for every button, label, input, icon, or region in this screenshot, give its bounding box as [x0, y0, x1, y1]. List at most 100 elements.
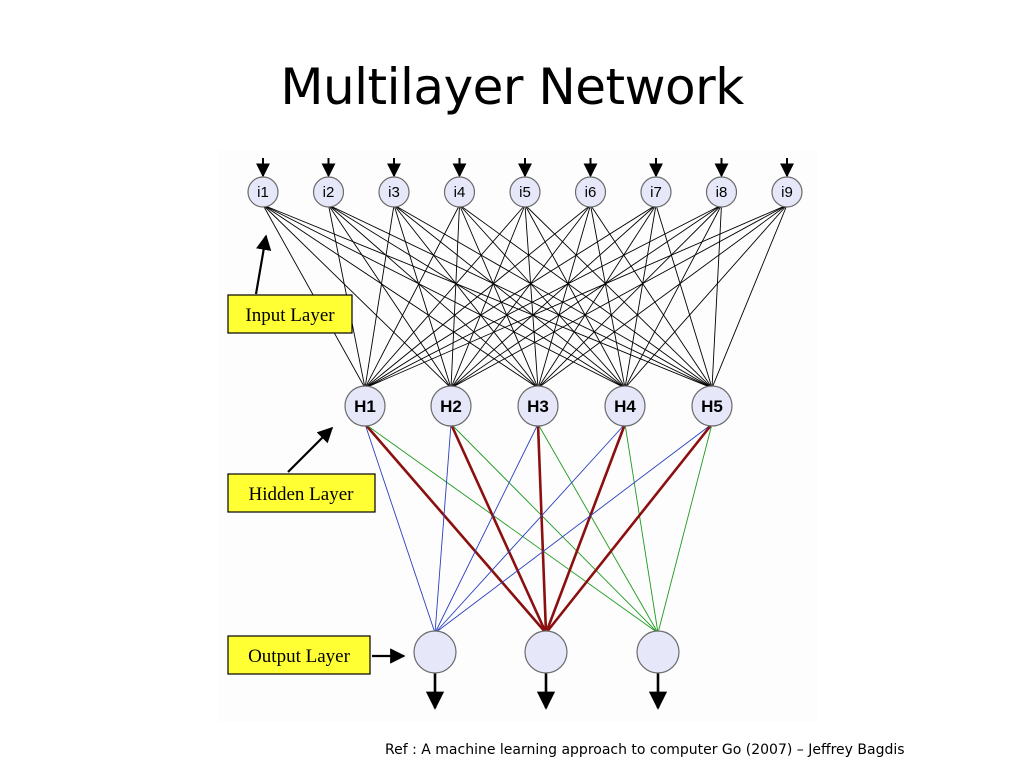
hidden-node-label: H4 — [614, 397, 636, 416]
edge-i3-H4 — [393, 204, 626, 389]
edge-i1-H2 — [262, 204, 452, 389]
edge-i6-H3 — [537, 204, 591, 389]
network-diagram: i1 i2 i3 i4 i5 i6 i7 i8 i9 H1 H2 H3 H4 H5 Input Laye… — [227, 158, 803, 710]
output-node-O2 — [524, 630, 568, 674]
hidden-label-arrow — [287, 426, 334, 473]
edge-i8-H2 — [450, 204, 722, 389]
edge-i6-H5 — [590, 204, 713, 389]
edge-H2-O1 — [434, 423, 452, 634]
edge-i4-H3 — [459, 204, 539, 389]
edge-i7-H5 — [655, 204, 713, 389]
input-layer-label: Input Layer — [227, 294, 353, 334]
input-layer-nodes: i1 i2 i3 i4 i5 i6 i7 i8 i9 — [247, 176, 803, 208]
hidden-node-label: H3 — [527, 397, 549, 416]
input-hidden-edges — [262, 204, 788, 389]
edge-i6-H1 — [364, 204, 591, 389]
edge-i5-H2 — [450, 204, 526, 389]
edge-H1-O2 — [364, 423, 547, 634]
edge-H4-O1 — [434, 423, 626, 634]
input-label-arrow — [254, 234, 272, 295]
edge-i1-H4 — [262, 204, 626, 389]
edge-i8-H3 — [537, 204, 722, 389]
edge-i6-H4 — [590, 204, 626, 389]
input-node-label: i1 — [257, 184, 269, 201]
hidden-layer-label-text: Hidden Layer — [249, 484, 355, 505]
output-node-O1 — [413, 630, 457, 674]
edge-H5-O3 — [657, 423, 713, 634]
edge-i9-H2 — [450, 204, 788, 389]
input-node-i9: i9 — [771, 176, 803, 208]
edge-i5-H1 — [364, 204, 526, 389]
edge-H1-O3 — [364, 423, 659, 634]
input-node-label: i5 — [519, 184, 531, 201]
reference-citation: Ref : A machine learning approach to com… — [385, 742, 905, 758]
hidden-layer-nodes: H1 H2 H3 H4 H5 — [344, 385, 733, 427]
hidden-node-label: H2 — [440, 397, 462, 416]
edge-i8-H1 — [364, 204, 722, 389]
edge-i7-H4 — [624, 204, 657, 389]
edge-i6-H2 — [450, 204, 591, 389]
edge-i5-H3 — [524, 204, 539, 389]
edge-H4-O2 — [544, 423, 627, 634]
hidden-node-H5: H5 — [691, 385, 733, 427]
edge-i9-H3 — [537, 204, 788, 389]
input-node-label: i6 — [585, 184, 597, 201]
hidden-node-label: H1 — [354, 397, 376, 416]
edge-i2-H2 — [328, 204, 452, 389]
edge-i2-H4 — [328, 204, 626, 389]
input-layer-label-text: Input Layer — [245, 305, 335, 326]
edge-i1-H3 — [262, 204, 539, 389]
edge-H1-O1 — [364, 423, 436, 634]
output-layer-label: Output Layer — [227, 635, 371, 675]
slide-title: Multilayer Network — [280, 58, 744, 116]
edge-i7-H1 — [364, 204, 657, 389]
input-node-label: i2 — [323, 184, 335, 201]
edge-i9-H1 — [364, 204, 788, 389]
edge-i3-H2 — [393, 204, 452, 389]
edge-i3-H3 — [393, 204, 539, 389]
input-node-i7: i7 — [640, 176, 672, 208]
edge-i4-H2 — [450, 204, 460, 389]
edge-H5-O2 — [544, 423, 714, 634]
output-layer-label-text: Output Layer — [248, 646, 351, 667]
edge-i9-H4 — [624, 204, 788, 389]
edge-H3-O2 — [536, 423, 548, 634]
hidden-node-label: H5 — [701, 397, 723, 416]
edge-i4-H1 — [364, 204, 460, 389]
input-node-i2: i2 — [312, 176, 345, 208]
input-node-label: i8 — [716, 184, 728, 201]
edge-i1-H5 — [262, 204, 713, 389]
edge-H3-O1 — [434, 423, 539, 634]
edge-i8-H5 — [711, 204, 722, 389]
edge-i4-H4 — [459, 204, 626, 389]
edge-H2-O3 — [450, 423, 659, 634]
hidden-output-edges — [364, 423, 714, 634]
input-node-i4: i4 — [443, 176, 476, 208]
hidden-node-H2: H2 — [430, 385, 472, 427]
input-node-label: i4 — [454, 184, 466, 201]
input-node-i1: i1 — [247, 176, 279, 208]
input-node-i5: i5 — [509, 176, 541, 208]
hidden-layer-label: Hidden Layer — [227, 473, 376, 513]
edge-H3-O3 — [537, 423, 659, 634]
hidden-node-H3: H3 — [517, 385, 559, 427]
edge-i3-H1 — [364, 204, 395, 389]
edge-i7-H2 — [450, 204, 657, 389]
io-arrows — [256, 158, 794, 710]
input-node-label: i3 — [388, 184, 400, 201]
input-node-label: i7 — [650, 184, 662, 201]
edge-i9-H5 — [711, 204, 788, 389]
input-node-i8: i8 — [705, 176, 738, 208]
edge-i7-H3 — [537, 204, 657, 389]
output-node-O3 — [636, 630, 680, 674]
edge-H4-O3 — [624, 423, 659, 634]
edge-H2-O2 — [449, 423, 548, 634]
input-node-i6: i6 — [574, 176, 607, 208]
output-layer-nodes — [413, 630, 680, 674]
edge-i8-H4 — [624, 204, 722, 389]
input-node-label: i9 — [781, 184, 793, 201]
input-node-i3: i3 — [378, 176, 410, 208]
edge-i2-H3 — [328, 204, 539, 389]
hidden-node-H4: H4 — [604, 385, 646, 427]
hidden-node-H1: H1 — [344, 385, 386, 427]
